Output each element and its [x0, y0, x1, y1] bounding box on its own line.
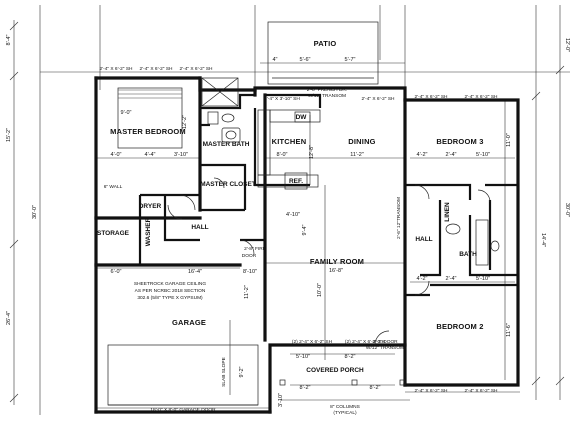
note-slab-slope: SLAB SLOPE: [221, 357, 227, 387]
dim-window-kitchen: 2'-4" X 3'-10" SH: [264, 96, 300, 102]
room-family-room: FAMILY ROOM: [310, 257, 364, 266]
dim-bed3-b: 2'-4": [446, 152, 457, 158]
dim-garage-e: 9'-2": [239, 366, 245, 377]
interior-walls: [138, 93, 518, 297]
room-covered-porch: COVERED PORCH: [306, 367, 364, 374]
note-garage-ceiling-1: SHEETROCK GARAGE CEILING: [134, 281, 207, 287]
patio: [267, 21, 379, 85]
note-columns-2: (TYPICAL): [333, 410, 357, 416]
exterior-walls: [94, 76, 520, 414]
dimension-lines: [9, 5, 570, 415]
dim-left-mid: 30'-0": [32, 205, 38, 219]
room-patio: PATIO: [314, 39, 337, 48]
label-washer: WASHER: [145, 217, 152, 246]
dim-window-tl2: 2'-4" X 6'-2" SH: [140, 66, 174, 72]
room-kitchen: KITCHEN: [272, 137, 307, 146]
dim-window-bed2b: 2'-4" X 6'-2" SH: [465, 388, 499, 394]
room-master-bath: MASTER BATH: [203, 141, 250, 148]
dim-bed2-c: 5'-10": [476, 276, 490, 282]
room-hall-left: HALL: [191, 224, 208, 231]
note-front-door-1: 3'-0" DOOR: [372, 339, 398, 345]
note-garage-door: 18'-0" X 8'-0" GARAGE DOOR: [150, 407, 216, 413]
garage-door-area: [107, 320, 259, 406]
label-ref: REF.: [289, 178, 303, 185]
room-garage: GARAGE: [172, 318, 206, 327]
kitchen-counters: [257, 109, 321, 190]
note-columns-1: 8" COLUMNS: [330, 404, 360, 410]
dim-kitchen-b: 12'-8": [309, 145, 315, 159]
dim-bed2-d: 11'-6": [506, 323, 512, 337]
dim-dining-b: 4'-10": [286, 212, 300, 218]
dim-bed3-a: 4'-2": [417, 152, 428, 158]
dim-porch-a: 5'-10": [296, 354, 310, 360]
dim-mb-b: 4'-0": [111, 152, 122, 158]
dim-mb-a: 9'-0": [121, 110, 132, 116]
dim-garage-b: 16'-4": [188, 269, 202, 275]
dim-bed3-d: 11'-0": [506, 133, 512, 147]
room-dining: DINING: [348, 137, 375, 146]
dim-right-top: 12'-0": [564, 38, 570, 52]
dim-window-bed3b: 2'-4" X 6'-2" SH: [465, 94, 499, 100]
room-bedroom-3: BEDROOM 3: [436, 137, 483, 146]
dim-right-low: 14'-4": [540, 233, 546, 247]
room-master-bedroom: MASTER BEDROOM: [110, 127, 186, 136]
dim-mb-e: 12'-2": [182, 115, 188, 129]
dim-patio-b: 5'-7": [345, 57, 356, 63]
room-storage: STORAGE: [97, 230, 130, 237]
dim-window-bed3a: 2'-4" X 6'-2" SH: [415, 94, 449, 100]
dim-window-dining: 2'-4" X 6'-2" SH: [362, 96, 396, 102]
dim-dining-a: 11'-2": [350, 152, 364, 158]
dim-porch-c: 8'-2": [300, 385, 311, 391]
dim-patio-a: 5'-6": [300, 57, 311, 63]
dim-porch-e: 8'-2": [370, 385, 381, 391]
note-french-door-2: W/12" TRANSOM: [308, 93, 346, 99]
dim-garage-a: 6'-0": [111, 269, 122, 275]
dim-left-lower: 26'-4": [6, 311, 12, 325]
room-master-closet: MASTER CLOSET: [200, 181, 256, 188]
dim-bed2-a: 4'-2": [417, 276, 428, 282]
room-bedroom-2: BEDROOM 2: [436, 322, 483, 331]
room-bath: BATH: [459, 251, 477, 258]
label-dw: DW: [296, 114, 308, 121]
dim-window-bed2a: 2'-4" X 6'-2" SH: [415, 388, 449, 394]
dim-right-mid: 30'-0": [564, 203, 570, 217]
label-door: DOOR: [242, 253, 257, 259]
dim-window-front1: (2) 2'-4" X 6'-2" SH: [292, 339, 333, 345]
note-garage-ceiling-3: 302.6 (5/8" TYPE X GYPSUM): [137, 295, 203, 301]
dim-window-tl3: 2'-4" X 6'-2" SH: [180, 66, 214, 72]
dim-porch-d: 3'-10": [278, 393, 284, 407]
dim-patio-c: 4": [272, 57, 277, 63]
dim-kitchen-a: 8'-0": [277, 152, 288, 158]
porch-columns: [279, 379, 406, 386]
dim-family-a: 16'-8": [329, 268, 343, 274]
dim-porch-b: 8'-2": [345, 354, 356, 360]
dim-mb-c: 4'-4": [145, 152, 156, 158]
dim-bed3-c: 5'-10": [476, 152, 490, 158]
dim-family-b: 10'-0": [317, 283, 323, 297]
note-garage-ceiling-2: AS PER NCRBC 2018 SECTION: [135, 288, 206, 294]
dim-garage-c: 8'-10": [243, 269, 257, 275]
note-transom-vertical: 2'-6" 12"TRANSOM: [396, 197, 402, 239]
note-fire-door: 2'-8" FIRE: [244, 246, 266, 252]
dim-garage-d: 11'-2": [244, 285, 250, 299]
dim-left-top: 8'-4": [6, 34, 12, 45]
doors: [167, 177, 491, 346]
dim-window-tl1: 2'-4" X 6'-2" SH: [100, 66, 134, 72]
label-dryer: DRYER: [139, 203, 162, 210]
master-bed-outline: [117, 87, 183, 149]
dim-family-c: 9'-4": [302, 224, 308, 235]
note-six-inch-wall: 6" WALL: [104, 184, 123, 190]
bath-fixtures: [201, 77, 500, 266]
room-hall-right: HALL: [415, 236, 432, 243]
dim-window-front2: (2) 2'-4" X 6'-2" SH: [345, 339, 386, 345]
note-front-door-2: W/12" TRANSOM: [366, 345, 404, 351]
dim-bed2-b: 2'-4": [446, 276, 457, 282]
dim-mb-d: 3'-10": [174, 152, 188, 158]
label-linen: LINEN: [444, 202, 451, 222]
dim-left-upper: 15'-2": [6, 128, 12, 142]
note-french-door-1: 2'-8" FRENCH DR.: [307, 87, 347, 93]
